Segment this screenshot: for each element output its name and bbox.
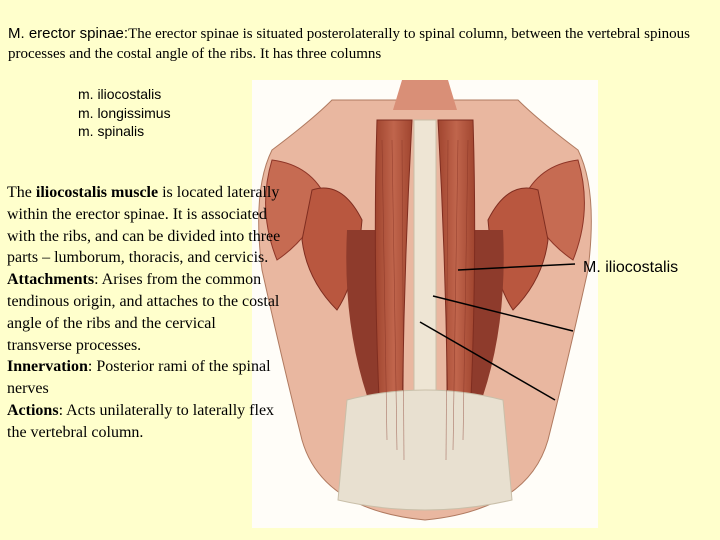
innervation-text: : Posterior rami of the spinal nerves	[7, 358, 271, 398]
heading-text: The erector spinae is situated posterola…	[8, 26, 690, 62]
actions-text: : Acts unilaterally to laterally flex th…	[7, 401, 275, 441]
column-item-longissimus: m. longissimus	[78, 104, 171, 121]
back-muscles-drawing	[258, 80, 592, 521]
anatomy-illustration	[252, 80, 598, 528]
iliocostalis-description: The iliocostalis muscle is located later…	[7, 182, 282, 444]
iliocostalis-callout-label: M. iliocostalis	[583, 259, 679, 276]
intro-pre: The	[7, 184, 36, 201]
intro-post: is located laterally within the erector …	[7, 184, 281, 267]
attachments-label: Attachments	[7, 271, 95, 289]
column-list: m. iliocostalis m. longissimus m. spinal…	[78, 85, 171, 141]
heading-lead: M. erector spinae:	[8, 25, 129, 42]
page-heading: M. erector spinae:The erector spinae is …	[8, 24, 708, 64]
column-item-iliocostalis: m. iliocostalis	[78, 86, 162, 102]
column-item-spinalis: m. spinalis	[78, 123, 145, 139]
actions-label: Actions	[7, 401, 59, 419]
attachments-text: : Arises from the common tendinous origi…	[7, 271, 280, 354]
intro-bold: iliocostalis muscle	[35, 184, 159, 201]
innervation-label: Innervation	[7, 358, 88, 376]
